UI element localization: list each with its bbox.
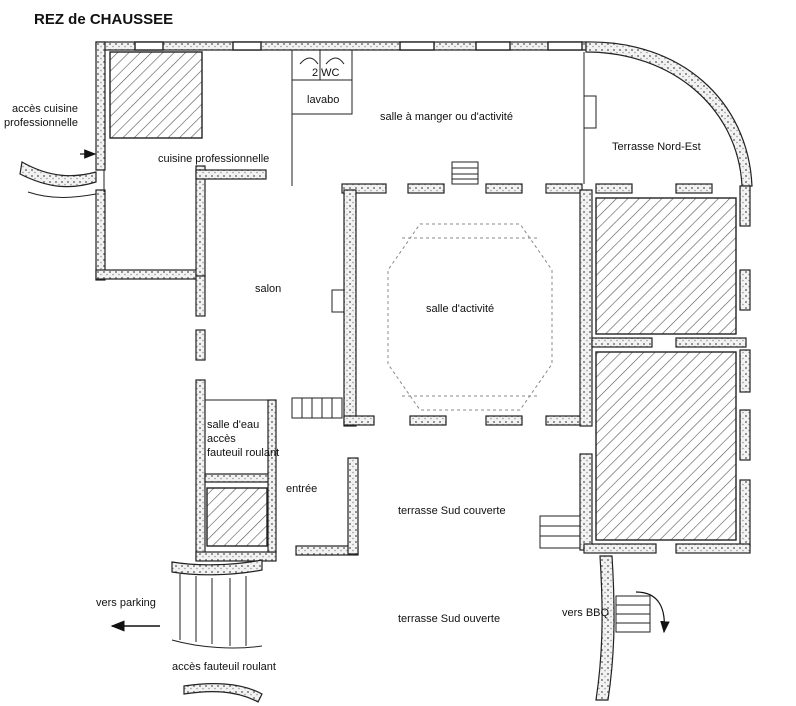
salon-west-wall-lower	[195, 329, 206, 361]
label-salle-eau-2: accès	[207, 433, 236, 445]
label-terrasse-sud-couverte: terrasse Sud couverte	[398, 505, 506, 517]
east-wall-middle	[739, 349, 751, 393]
wheelchair-ramp	[183, 683, 263, 703]
salon-west-wall-upper	[195, 165, 206, 277]
kitchen-access-path	[19, 161, 97, 188]
cuisine-south-wall	[195, 169, 267, 180]
east-south-wall	[583, 543, 751, 554]
entree-stair	[291, 397, 343, 419]
east-storage-block-north	[595, 197, 737, 335]
activity-octagon-inner	[402, 237, 538, 397]
north-wall	[95, 41, 587, 51]
salle-eau-south-wall	[204, 473, 272, 483]
label-salle-activite: salle d'activité	[426, 303, 494, 315]
entree-storage-block	[206, 487, 268, 547]
entree-east-wall	[347, 457, 359, 555]
activity-east-wall	[579, 189, 593, 427]
label-vers-bbq: vers BBQ	[562, 607, 610, 619]
activity-west-wall	[343, 189, 357, 427]
activity-octagon	[387, 223, 553, 411]
wc-block	[291, 49, 353, 115]
east-storage-block-south	[595, 351, 737, 541]
label-salle-manger: salle à manger ou d'activité	[380, 111, 513, 123]
bbq-arrow	[635, 591, 670, 634]
label-acces-cuisine-1: accès cuisine	[12, 103, 78, 115]
label-lavabo: lavabo	[307, 94, 339, 106]
activity-south-wall	[343, 415, 587, 426]
kitchen-access-edge	[27, 191, 97, 198]
kitchen-storage-block	[109, 51, 203, 139]
east-block-west-wall	[579, 453, 593, 551]
small-stair	[451, 161, 479, 185]
label-wc: 2 WC	[312, 67, 340, 79]
label-vers-parking: vers parking	[96, 597, 156, 609]
bbq-path	[595, 555, 615, 701]
parking-steps	[171, 574, 263, 649]
bbq-stair	[615, 595, 651, 633]
entree-west-wall	[267, 399, 277, 553]
entree-south-wall-west	[195, 551, 277, 562]
plan-title: REZ de CHAUSSEE	[34, 11, 173, 28]
east-wall-top	[739, 185, 751, 227]
east-wall-upper	[739, 269, 751, 311]
parking-ramp-edge	[171, 559, 263, 576]
label-acces-fauteuil: accès fauteuil roulant	[172, 661, 276, 673]
sideboard	[583, 95, 597, 129]
east-wall-bottom	[739, 479, 751, 547]
salle-eau-west-wall	[195, 379, 206, 561]
label-entree: entrée	[286, 483, 317, 495]
activity-north-wall	[341, 183, 713, 194]
label-terrasse-ne: Terrasse Nord-Est	[612, 141, 701, 153]
east-middle-wall	[591, 337, 747, 348]
north-east-curved-wall	[585, 41, 753, 187]
fireplace	[331, 289, 345, 313]
label-acces-cuisine-2: professionnelle	[4, 117, 78, 129]
east-wall-lower	[739, 409, 751, 461]
label-salle-eau-1: salle d'eau	[207, 419, 259, 431]
label-salle-eau-3: fauteuil roulant	[207, 447, 279, 459]
salon-west-wall-mid	[195, 275, 206, 317]
label-salon: salon	[255, 283, 281, 295]
east-corner-stair	[539, 515, 581, 549]
label-terrasse-sud-ouverte: terrasse Sud ouverte	[398, 613, 500, 625]
label-cuisine: cuisine professionnelle	[158, 153, 269, 165]
